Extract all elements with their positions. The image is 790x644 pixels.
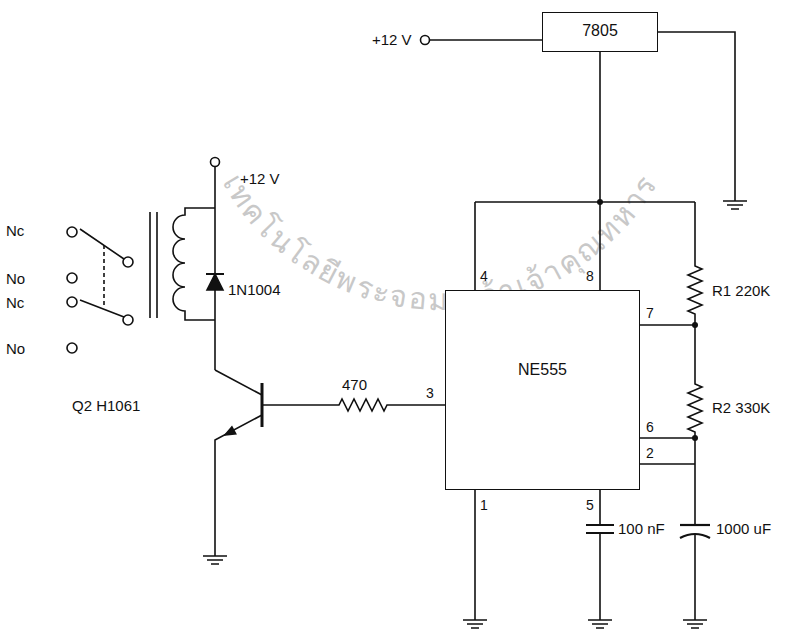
wire (474, 490, 476, 614)
pin-number: 3 (426, 385, 434, 402)
pin-number: 4 (480, 268, 488, 285)
component-label: No (6, 270, 25, 287)
diode-symbol (206, 273, 224, 275)
wire (658, 32, 735, 195)
capacitor-symbol (586, 525, 614, 533)
supply-terminal (211, 158, 220, 167)
component-label: 1000 uF (716, 520, 771, 537)
contact-arm (80, 229, 124, 317)
diode-symbol (207, 274, 223, 290)
part-name: 7805 (543, 22, 657, 40)
junction-dot (692, 322, 698, 328)
component-label: 100 nF (618, 520, 665, 537)
wire (599, 490, 601, 614)
relay-core (150, 212, 157, 318)
pin-number: 1 (480, 497, 488, 514)
emitter-arrow (225, 427, 236, 435)
ground-symbol (463, 614, 487, 628)
supply-terminal (421, 36, 430, 45)
resistor-symbol (688, 202, 702, 525)
contact-terminal (123, 315, 133, 325)
ground-symbol (588, 614, 612, 628)
capacitor-symbol (680, 524, 710, 526)
mechanical-link (103, 245, 105, 307)
component-label: 1N1004 (228, 281, 281, 298)
wire (694, 535, 696, 614)
component-label: No (6, 340, 25, 357)
pin-number: 2 (646, 445, 654, 462)
contact-terminal (67, 273, 77, 283)
component-label: 470 (342, 376, 367, 393)
component-label: R1 220K (712, 282, 770, 299)
ground-symbol (683, 614, 707, 628)
transistor-symbol (261, 383, 264, 427)
pin-number: 7 (646, 305, 654, 322)
part-name: NE555 (446, 361, 639, 379)
supply-wire (599, 52, 601, 290)
ground-symbol (723, 195, 747, 209)
wire (475, 202, 695, 290)
ground-symbol (203, 550, 227, 564)
contact-terminal (67, 343, 77, 353)
component-label: +12 V (240, 170, 280, 187)
contact-terminal (67, 297, 77, 307)
wire (214, 167, 216, 370)
component-label: R2 330K (712, 399, 770, 416)
component-label: +12 V (372, 31, 412, 48)
contact-terminal (67, 227, 77, 237)
regulator-box: 7805 (542, 12, 658, 52)
wire (640, 325, 695, 464)
component-label: Q2 H1061 (72, 397, 140, 414)
transistor-symbol (215, 370, 262, 550)
relay-coil (173, 208, 215, 320)
ic-box: NE555 (445, 290, 640, 490)
pin-number: 6 (646, 419, 654, 436)
component-label: Nc (6, 294, 24, 311)
pin-number: 5 (586, 497, 594, 514)
component-label: Nc (6, 222, 24, 239)
junction-dot (692, 435, 698, 441)
pin-number: 8 (586, 268, 594, 285)
contact-terminal (123, 257, 133, 267)
resistor-symbol (262, 399, 445, 411)
wire (430, 39, 542, 41)
